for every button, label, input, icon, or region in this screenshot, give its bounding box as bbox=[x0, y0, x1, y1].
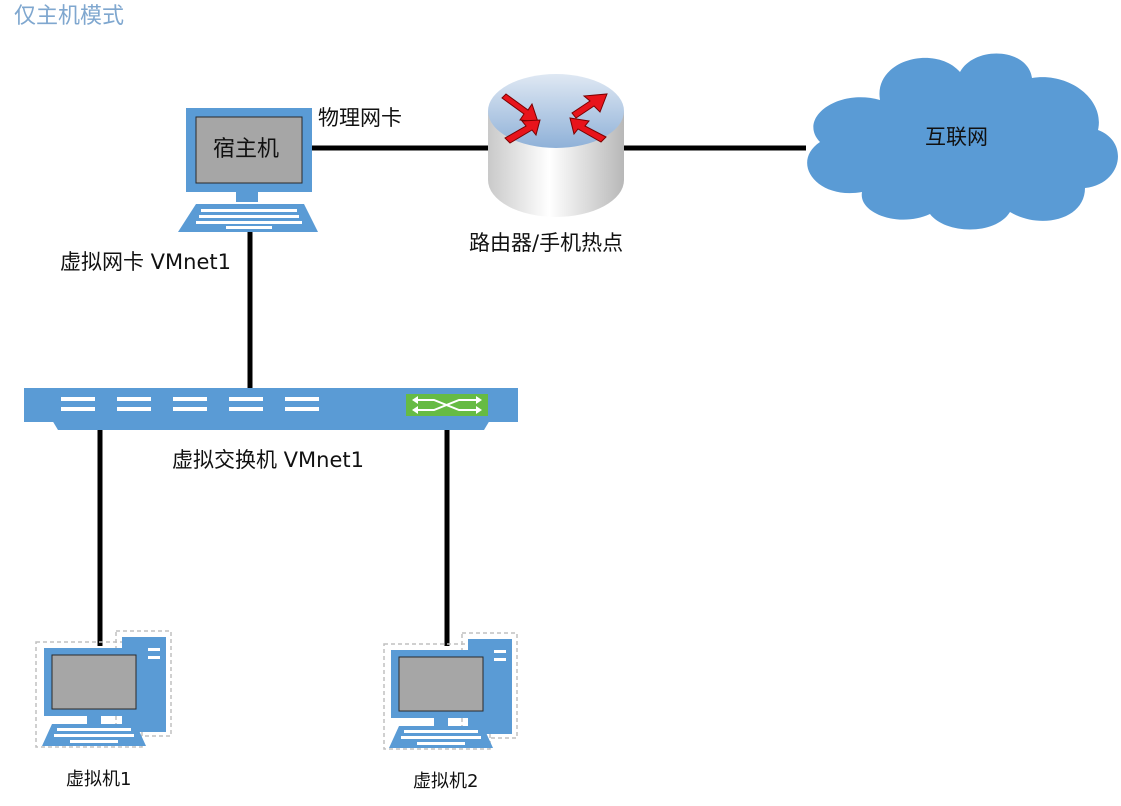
internet-label: 互联网 bbox=[925, 125, 988, 149]
router-icon bbox=[488, 74, 624, 217]
vm2-desktop-computer-icon bbox=[383, 632, 518, 750]
physical-nic-label: 物理网卡 bbox=[318, 106, 402, 130]
router-label: 路由器/手机热点 bbox=[469, 231, 624, 255]
vm1-label: 虚拟机1 bbox=[66, 769, 132, 790]
switch-ports bbox=[61, 397, 319, 411]
virtual-nic-label: 虚拟网卡 VMnet1 bbox=[60, 250, 231, 274]
link-lines bbox=[97, 145, 806, 646]
cloud-icon bbox=[807, 53, 1118, 230]
switch-label: 虚拟交换机 VMnet1 bbox=[172, 448, 364, 472]
page-title: 仅主机模式 bbox=[14, 4, 125, 29]
host-label: 宿主机 bbox=[213, 137, 280, 162]
switch-icon bbox=[24, 388, 518, 430]
vm2-label: 虚拟机2 bbox=[413, 771, 479, 792]
host-laptop-icon bbox=[178, 108, 318, 232]
vm1-desktop-computer-icon bbox=[35, 630, 172, 748]
